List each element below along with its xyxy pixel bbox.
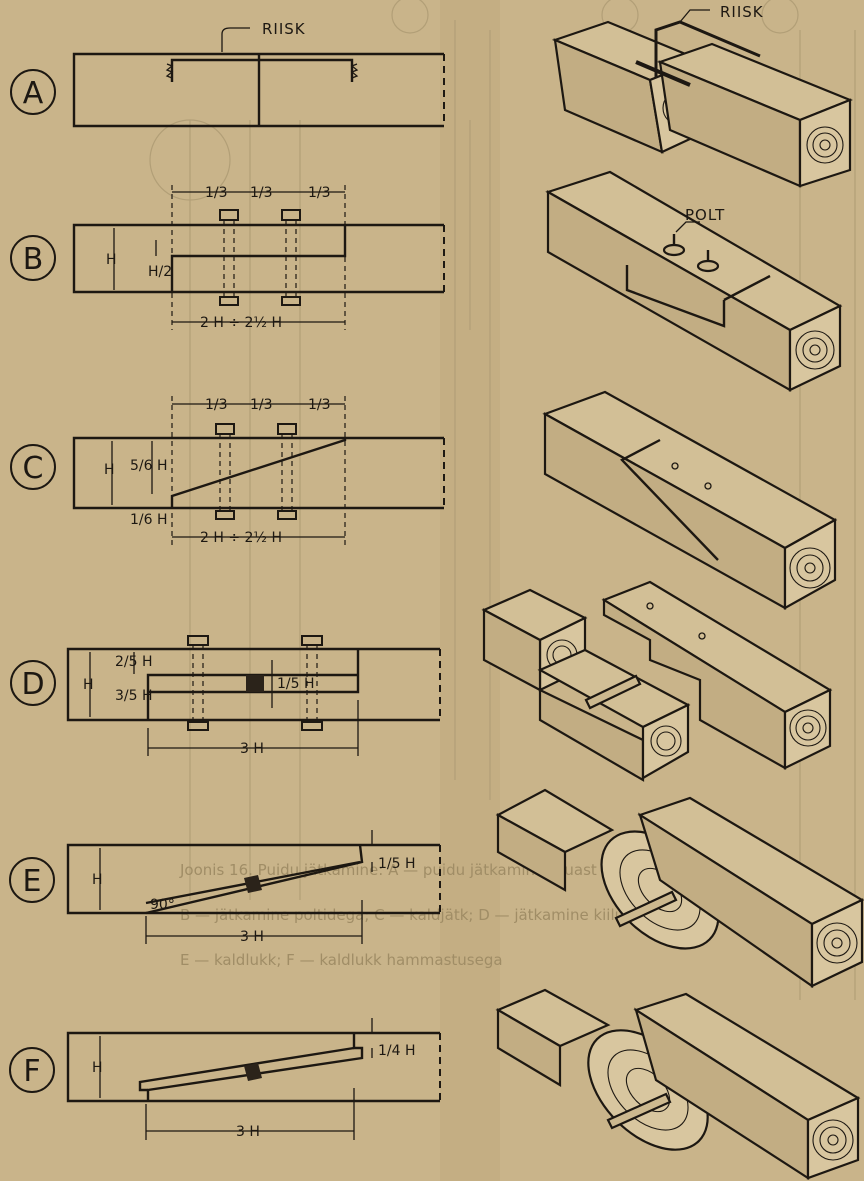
d-dim-1-5: 1/5 H bbox=[277, 676, 315, 692]
variant-d-letter: D bbox=[21, 667, 44, 702]
variant-f-elevation: F H 1/4 H 3 H bbox=[9, 1018, 441, 1140]
variant-b-elevation: B 1/3 1/3 1/3 H H/2 2 H ÷ 2½ H bbox=[10, 185, 445, 331]
c-third-2: 1/3 bbox=[250, 397, 273, 413]
variant-a-isometric: RIISK bbox=[551, 3, 853, 188]
c-third-3: 1/3 bbox=[308, 397, 331, 413]
b-dim-h: H bbox=[106, 252, 117, 268]
c-dim-5-6: 5/6 H bbox=[130, 458, 168, 474]
b-dim-length: 2 H ÷ 2½ H bbox=[200, 315, 282, 331]
variant-d-elevation: D H 2/5 H 3/5 H 1/5 H 3 H bbox=[10, 635, 441, 757]
d-dim-length: 3 H bbox=[240, 741, 264, 757]
d-dim-h: H bbox=[83, 677, 94, 693]
f-dim-1-4: 1/4 H bbox=[378, 1043, 416, 1059]
e-dim-length: 3 H bbox=[240, 929, 264, 945]
c-dim-length: 2 H ÷ 2½ H bbox=[200, 530, 282, 546]
variant-f-isometric bbox=[495, 988, 861, 1181]
background-ghost: Joonis 16. Puidu jätkamine: A — puidu jä… bbox=[149, 0, 856, 1181]
c-third-1: 1/3 bbox=[205, 397, 228, 413]
d-dim-3-5: 3/5 H bbox=[115, 688, 153, 704]
e-dim-90: 90° bbox=[150, 897, 175, 913]
iso-polt-label: POLT bbox=[685, 206, 725, 224]
variant-e-letter: E bbox=[23, 864, 42, 899]
f-dim-h: H bbox=[92, 1060, 103, 1076]
c-dim-h: H bbox=[104, 462, 115, 478]
b-third-2: 1/3 bbox=[250, 185, 273, 201]
variant-c-isometric bbox=[542, 390, 838, 610]
variant-c-letter: C bbox=[23, 451, 44, 486]
variant-e-elevation: E H 1/5 H 90° 3 H bbox=[9, 830, 441, 945]
riisk-label: RIISK bbox=[262, 20, 306, 38]
variant-a-letter: A bbox=[23, 76, 44, 111]
variant-b-letter: B bbox=[23, 242, 44, 277]
b-dim-half: H/2 bbox=[148, 264, 172, 280]
variant-a-elevation: A RIISK bbox=[10, 20, 445, 128]
e-dim-1-5: 1/5 H bbox=[378, 856, 416, 872]
c-dim-1-6: 1/6 H bbox=[130, 512, 168, 528]
caption-line-2: B — jätkamine poltidega; C — kaldjätk; D… bbox=[180, 906, 648, 924]
d-dim-2-5: 2/5 H bbox=[115, 654, 153, 670]
b-third-3: 1/3 bbox=[308, 185, 331, 201]
f-dim-length: 3 H bbox=[236, 1124, 260, 1140]
e-dim-h: H bbox=[92, 872, 103, 888]
variant-d-isometric bbox=[481, 580, 833, 782]
b-third-1: 1/3 bbox=[205, 185, 228, 201]
iso-riisk-label: RIISK bbox=[720, 3, 764, 21]
variant-e-isometric bbox=[495, 788, 864, 989]
variant-b-isometric: POLT bbox=[545, 170, 843, 392]
variant-c-elevation: C 1/3 1/3 1/3 H 5/6 H 1/6 H 2 H ÷ 2½ H bbox=[10, 396, 445, 546]
caption-line-3: E — kaldlukk; F — kaldlukk hammastusega bbox=[180, 951, 503, 969]
variant-f-letter: F bbox=[23, 1054, 40, 1089]
